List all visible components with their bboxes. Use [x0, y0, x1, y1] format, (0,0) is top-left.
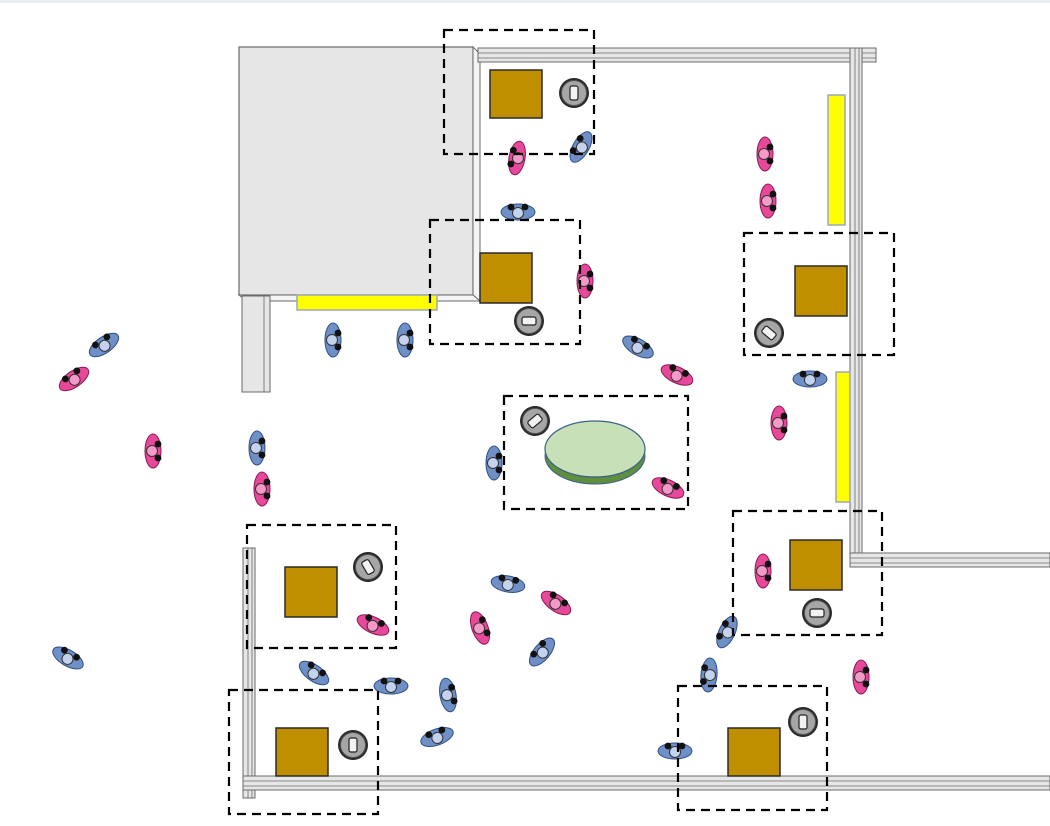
- desk-icon: [794, 265, 848, 317]
- interaction-zone: [442, 28, 596, 156]
- desk-icon: [727, 727, 781, 777]
- interaction-zone: [245, 523, 398, 650]
- person-blue-icon: [396, 322, 414, 358]
- person-blue-icon: [420, 726, 454, 748]
- storage-room-side: [472, 45, 481, 303]
- desk-icon: [489, 69, 543, 119]
- person-pink-icon: [756, 136, 774, 172]
- person-blue-icon: [324, 322, 342, 358]
- person-blue-icon: [248, 430, 266, 466]
- person-pink-icon: [507, 140, 526, 176]
- person-pink-icon: [469, 611, 491, 645]
- windows-layer: [296, 94, 851, 503]
- person-pink-icon: [651, 477, 685, 499]
- robot-icon: [802, 598, 832, 628]
- person-pink-icon: [58, 366, 90, 392]
- wall-top: [477, 47, 877, 63]
- desk-icon: [479, 252, 533, 304]
- agents-layer: [52, 78, 870, 760]
- person-blue-icon: [373, 677, 409, 695]
- person-blue-icon: [622, 335, 654, 359]
- person-blue-icon: [485, 445, 503, 481]
- person-blue-icon: [439, 677, 458, 713]
- wall-right: [849, 47, 863, 561]
- interaction-zone: [676, 684, 829, 812]
- storage-room-block: [238, 46, 474, 296]
- person-pink-icon: [852, 659, 870, 695]
- person-blue-icon: [490, 574, 526, 593]
- person-pink-icon: [356, 614, 390, 636]
- furniture-layer: [275, 69, 848, 777]
- person-pink-icon: [770, 405, 788, 441]
- round-table-icon: [544, 420, 646, 485]
- person-pink-icon: [253, 471, 271, 507]
- robot-icon: [514, 306, 544, 336]
- person-blue-icon: [528, 637, 556, 667]
- interaction-zone: [227, 688, 380, 816]
- robot-icon: [338, 730, 368, 760]
- interaction-zone: [742, 231, 896, 357]
- robot-icon: [353, 552, 383, 582]
- window-bottom-left: [296, 294, 438, 311]
- interaction-zone: [502, 394, 690, 511]
- wall-right-lower: [849, 552, 1050, 568]
- desk-icon: [789, 539, 843, 591]
- person-pink-icon: [754, 553, 772, 589]
- window-right-upper: [827, 94, 846, 226]
- person-blue-icon: [88, 332, 120, 358]
- interaction-zone: [428, 218, 582, 346]
- person-blue-icon: [792, 370, 828, 388]
- person-pink-icon: [660, 364, 694, 386]
- robot-icon: [520, 406, 550, 436]
- person-blue-icon: [500, 203, 536, 221]
- wall-bottom: [242, 775, 1050, 791]
- person-blue-icon: [52, 646, 84, 670]
- top-edge-line: [0, 0, 1050, 3]
- wall-stub-block: [241, 295, 271, 393]
- desk-icon: [275, 727, 329, 777]
- wall-left-lower: [242, 547, 256, 799]
- robot-icon: [754, 318, 784, 348]
- desk-icon: [284, 566, 338, 618]
- interaction-zones-layer: [227, 28, 896, 816]
- person-blue-icon: [700, 657, 718, 693]
- interaction-zone: [731, 509, 884, 637]
- robot-icon: [559, 78, 589, 108]
- walls-layer: [241, 47, 1050, 799]
- person-blue-icon: [716, 615, 738, 649]
- person-blue-icon: [298, 660, 330, 686]
- person-blue-icon: [657, 742, 693, 760]
- window-right-lower: [835, 371, 851, 503]
- person-blue-icon: [569, 131, 593, 163]
- person-pink-icon: [540, 590, 572, 616]
- person-pink-icon: [144, 433, 162, 469]
- storage-room-layer: [237, 45, 482, 303]
- robot-icon: [788, 707, 818, 737]
- person-pink-icon: [759, 183, 777, 219]
